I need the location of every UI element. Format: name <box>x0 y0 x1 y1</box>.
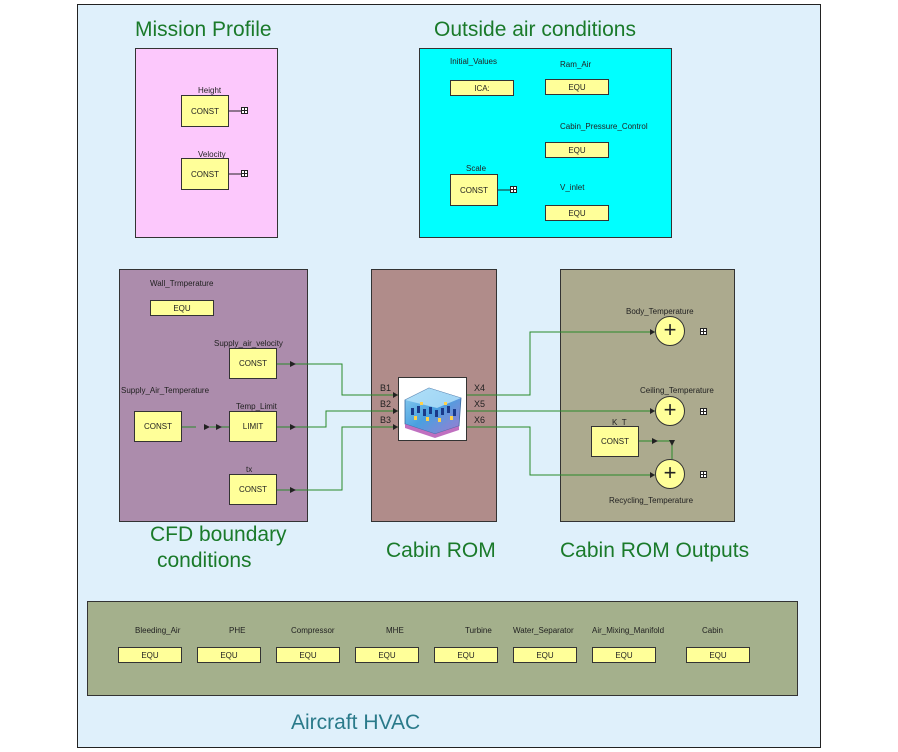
cfd-boundary-title-line1: CFD boundary <box>150 523 287 546</box>
mission-profile-title: Mission Profile <box>135 18 272 41</box>
hvac-component-label: Water_Separator <box>513 626 574 635</box>
ram-air-label: Ram_Air <box>560 60 592 69</box>
temp-limit-block[interactable]: LIMIT <box>229 411 277 442</box>
ceiling-temperature-label: Ceiling_Temperature <box>640 386 714 395</box>
cabin-rom-title: Cabin ROM <box>386 539 496 562</box>
port-b3: B3 <box>380 415 392 425</box>
height-output-terminal-icon[interactable] <box>241 107 248 114</box>
hvac-component-label: MHE <box>386 626 404 635</box>
hvac-component-block[interactable]: EQU <box>276 647 340 663</box>
hvac-component-block[interactable]: EQU <box>592 647 656 663</box>
cabin-mesh-icon <box>404 387 462 438</box>
body-temperature-sum-block[interactable]: + <box>655 316 685 346</box>
recycling-temperature-terminal-icon[interactable] <box>700 471 707 478</box>
velocity-label: Velocity <box>198 150 226 159</box>
height-const-block[interactable]: CONST <box>181 95 229 127</box>
ceiling-temperature-terminal-icon[interactable] <box>700 408 707 415</box>
port-b1: B1 <box>380 383 392 393</box>
hvac-component-label: Bleeding_Air <box>135 626 181 635</box>
port-x6: X6 <box>474 415 486 425</box>
hvac-component-label: Turbine <box>465 626 492 635</box>
hvac-component-label: Cabin <box>702 626 723 635</box>
initial-values-block[interactable]: ICA: <box>450 80 514 96</box>
port-b2: B2 <box>380 399 392 409</box>
hvac-component-block[interactable]: EQU <box>434 647 498 663</box>
v-inlet-block[interactable]: EQU <box>545 205 609 221</box>
scale-output-terminal-icon[interactable] <box>510 186 517 193</box>
initial-values-label: Initial_Values <box>450 57 497 66</box>
body-temperature-label: Body_Temperature <box>626 307 694 316</box>
hvac-component-block[interactable]: EQU <box>197 647 261 663</box>
hvac-component-label: Air_Mixing_Manifold <box>592 626 665 635</box>
aircraft-hvac-title: Aircraft HVAC <box>291 711 421 734</box>
hvac-component-label: PHE <box>229 626 246 635</box>
v-inlet-label: V_inlet <box>560 183 585 192</box>
outside-air-title: Outside air conditions <box>434 18 636 41</box>
wall-temperature-block[interactable]: EQU <box>150 300 214 316</box>
supply-air-temperature-label: Supply_Air_Temperature <box>121 386 210 395</box>
supply-air-velocity-label: Supply_air_velocity <box>214 339 283 348</box>
scale-const-block[interactable]: CONST <box>450 174 498 206</box>
recycling-temperature-sum-block[interactable]: + <box>655 459 685 489</box>
velocity-const-block[interactable]: CONST <box>181 158 229 190</box>
hvac-component-block[interactable]: EQU <box>686 647 750 663</box>
velocity-output-terminal-icon[interactable] <box>241 170 248 177</box>
cfd-boundary-title-line2: conditions <box>157 549 252 572</box>
hvac-component-block[interactable]: EQU <box>355 647 419 663</box>
supply-air-velocity-block[interactable]: CONST <box>229 348 277 379</box>
hvac-component-label: Compressor <box>291 626 335 635</box>
temp-limit-label: Temp_Limit <box>236 402 277 411</box>
supply-air-temperature-block[interactable]: CONST <box>134 411 182 442</box>
port-x5: X5 <box>474 399 486 409</box>
ram-air-block[interactable]: EQU <box>545 79 609 95</box>
kt-const-block[interactable]: CONST <box>591 426 639 457</box>
kt-label: K_T <box>612 418 627 427</box>
tx-label: tx <box>246 465 253 474</box>
tx-const-block[interactable]: CONST <box>229 474 277 505</box>
cabin-rom-outputs-panel <box>560 269 735 522</box>
cabin-pressure-block[interactable]: EQU <box>545 142 609 158</box>
cabin-rom-outputs-title: Cabin ROM Outputs <box>560 539 750 562</box>
recycling-temperature-label: Recycling_Temperature <box>609 496 694 505</box>
cabin-pressure-label: Cabin_Pressure_Control <box>560 122 648 131</box>
port-x4: X4 <box>474 383 486 393</box>
height-label: Height <box>198 86 222 95</box>
body-temperature-terminal-icon[interactable] <box>700 328 707 335</box>
hvac-component-block[interactable]: EQU <box>513 647 577 663</box>
mission-profile-panel <box>135 48 278 238</box>
hvac-component-block[interactable]: EQU <box>118 647 182 663</box>
scale-label: Scale <box>466 164 487 173</box>
cabin-rom-model-block[interactable] <box>398 377 467 441</box>
ceiling-temperature-sum-block[interactable]: + <box>655 396 685 426</box>
wall-temperature-label: Wall_Trmperature <box>150 279 214 288</box>
